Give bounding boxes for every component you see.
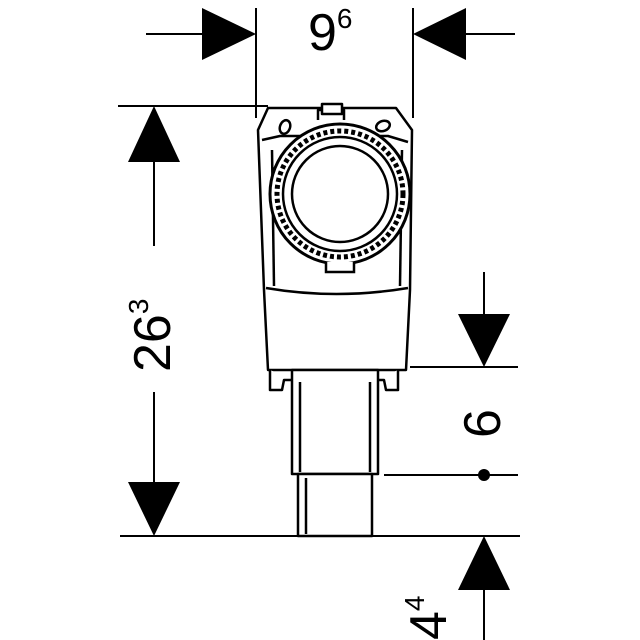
outlet-length-label: 44 [399, 596, 458, 640]
offset-arrow-top [458, 314, 510, 367]
top-clip-tab [320, 102, 344, 116]
outlet-spigot [268, 368, 400, 538]
height-arrow-top [128, 106, 180, 162]
outlet-length-value: 4 [400, 611, 458, 640]
offset-dot [478, 469, 490, 481]
spigot-lower [296, 472, 374, 538]
height-superscript: 3 [123, 299, 154, 315]
spigot-upper [290, 368, 380, 476]
width-arrow-right [413, 8, 466, 60]
offset-dimension [384, 272, 518, 476]
port-knurl-ring [274, 128, 406, 260]
width-superscript: 6 [337, 3, 353, 34]
offset-value: 6 [454, 409, 512, 438]
outlet-length-arrow [458, 536, 510, 590]
spigot-lug-left [268, 370, 294, 392]
width-dimension [146, 8, 515, 118]
port-inner-cap [290, 144, 390, 244]
width-value: 9 [308, 4, 337, 62]
spigot-lug-right [376, 370, 400, 392]
height-arrow-bottom [128, 482, 180, 536]
width-arrow-left [202, 8, 256, 60]
port-tab [324, 262, 356, 274]
mount-hole-right [374, 119, 392, 133]
housing-shoulder [265, 286, 409, 296]
height-value: 26 [124, 314, 182, 372]
mount-hole-left [278, 118, 292, 136]
outlet-length-superscript: 4 [399, 596, 430, 612]
cleaning-port [268, 122, 412, 274]
width-label: 96 [308, 3, 353, 62]
offset-label: 6 [454, 409, 512, 438]
height-label: 263 [123, 299, 182, 372]
